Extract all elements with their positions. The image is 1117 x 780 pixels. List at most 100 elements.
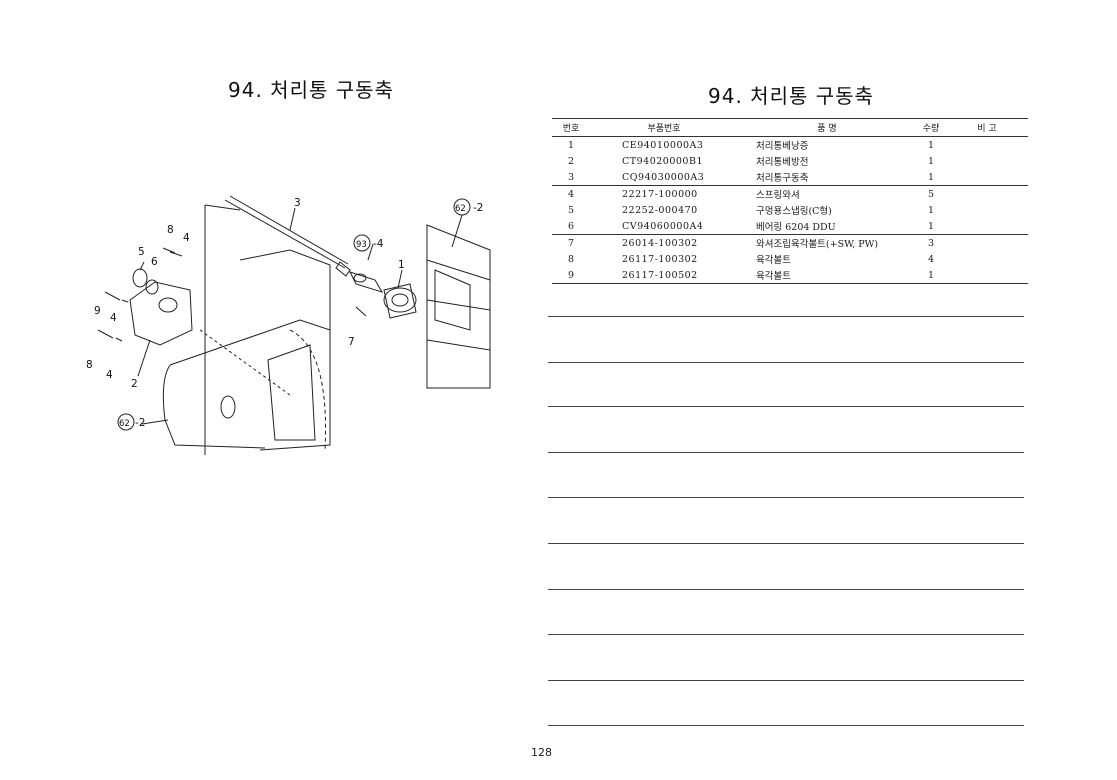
table-header-row: 번호 부품번호 품 명 수량 비 고 xyxy=(552,118,1028,137)
row-name: 육각볼트 xyxy=(756,255,791,266)
right-page-title: 94. 처리통 구동축 xyxy=(708,84,874,108)
row-qty: 5 xyxy=(927,188,935,200)
callout-62-top: 62 xyxy=(455,204,466,214)
sleeve xyxy=(349,271,384,293)
callout-93-suffix: -4 xyxy=(373,238,384,250)
blank-row-rule xyxy=(548,406,1024,407)
row-qty: 3 xyxy=(927,237,935,249)
callout-5: 5 xyxy=(138,246,145,258)
row-remarks xyxy=(946,153,1028,169)
callout-1: 1 xyxy=(398,259,405,271)
header-qty: 수량 xyxy=(916,118,946,137)
row-name: 처리통구동축 xyxy=(738,169,916,186)
row-no: 3 xyxy=(552,169,590,186)
blank-row-rule xyxy=(548,497,1024,498)
row-no: 9 xyxy=(552,267,590,284)
page-number: 128 xyxy=(531,746,552,759)
row-no: 7 xyxy=(567,237,575,249)
row-name: 와셔조립육각볼트(+SW, PW) xyxy=(756,239,879,250)
callout-8-bottom: 8 xyxy=(86,359,93,371)
row-part-no: CQ94030000A3 xyxy=(590,169,738,186)
row-qty: 1 xyxy=(927,139,935,151)
drive-shaft xyxy=(224,195,351,277)
callout-62-bottom: 62 xyxy=(119,419,130,429)
callout-62-bottom-suffix: -2 xyxy=(135,417,145,429)
row-qty: 1 xyxy=(916,169,946,186)
row-no: 4 xyxy=(567,188,575,200)
row-part-no: 26117-100302 xyxy=(622,253,698,265)
header-remarks: 비 고 xyxy=(946,118,1028,137)
row-qty: 4 xyxy=(927,253,935,265)
table-row: 5 22252-000470 구멍용스냅링(C형) 1 xyxy=(552,202,1028,218)
row-name: 처리통베낭증 xyxy=(756,141,809,152)
blank-row-rule xyxy=(548,725,1024,726)
row-remarks xyxy=(946,137,1028,154)
callout-9: 9 xyxy=(94,305,101,317)
row-part-no: CE94010000A3 xyxy=(622,139,704,151)
row-remarks xyxy=(946,235,1028,252)
table-row: 4 22217-100000 스프링와셔 5 xyxy=(552,186,1028,203)
row-remarks xyxy=(946,202,1028,218)
callout-4-top: 4 xyxy=(183,232,190,244)
blank-row-rule xyxy=(548,362,1024,363)
row-qty: 1 xyxy=(927,155,935,167)
blank-row-rule xyxy=(548,680,1024,681)
row-part-no: 26117-100502 xyxy=(590,267,738,284)
callout-labels: 3 62 -2 93 -4 1 7 8 4 5 6 9 4 8 4 2 62 -… xyxy=(86,197,483,431)
header-name: 품 명 xyxy=(738,118,916,137)
row-part-no: 22217-100000 xyxy=(622,188,698,200)
callout-6: 6 xyxy=(151,256,158,268)
row-remarks xyxy=(946,251,1028,267)
row-name: 구멍용스냅링(C형) xyxy=(756,206,832,217)
row-qty: 1 xyxy=(916,218,946,235)
row-name: 베어링 6204 DDU xyxy=(738,218,916,235)
bearing xyxy=(145,279,159,295)
row-remarks xyxy=(946,267,1028,284)
bolts xyxy=(97,247,367,342)
callout-7: 7 xyxy=(348,336,355,348)
row-name: 처리통베방전 xyxy=(756,157,809,168)
callout-4-bottom: 4 xyxy=(106,369,113,381)
bearing-case xyxy=(383,283,417,319)
blank-row-rule xyxy=(548,316,1024,317)
right-frame xyxy=(426,224,491,389)
row-no: 8 xyxy=(567,253,575,265)
callout-2: 2 xyxy=(131,378,138,390)
row-part-no: 22252-000470 xyxy=(622,204,698,216)
row-part-no: 26014-100302 xyxy=(622,237,698,249)
table-row: 7 26014-100302 와셔조립육각볼트(+SW, PW) 3 xyxy=(552,235,1028,252)
row-no: 5 xyxy=(567,204,575,216)
row-no: 2 xyxy=(567,155,575,167)
table-row: 8 26117-100302 육각볼트 4 xyxy=(552,251,1028,267)
callout-8-top: 8 xyxy=(167,224,174,236)
header-part-no: 부품번호 xyxy=(590,118,738,137)
row-name: 스프링와셔 xyxy=(756,190,800,201)
exploded-parts-diagram: 3 62 -2 93 -4 1 7 8 4 5 6 9 4 8 4 2 62 -… xyxy=(86,195,491,455)
row-qty: 1 xyxy=(927,204,935,216)
row-no: 6 xyxy=(552,218,590,235)
row-qty: 1 xyxy=(916,267,946,284)
frame-panel xyxy=(162,204,331,455)
leader-lines xyxy=(137,207,463,425)
table-row: 1 CE94010000A3 처리통베낭증 1 xyxy=(552,137,1028,154)
left-page-title: 94. 처리통 구동축 xyxy=(228,78,394,102)
header-no: 번호 xyxy=(552,118,590,137)
snap-ring xyxy=(132,268,148,288)
row-remarks xyxy=(946,169,1028,186)
blank-row-rule xyxy=(548,543,1024,544)
callout-4-mid: 4 xyxy=(110,312,117,324)
row-remarks xyxy=(946,218,1028,235)
callout-93: 93 xyxy=(356,240,367,250)
row-part-no: CV94060000A4 xyxy=(590,218,738,235)
blank-row-rule xyxy=(548,589,1024,590)
row-no: 1 xyxy=(567,139,575,151)
callout-62-top-suffix: -2 xyxy=(473,202,483,214)
blank-row-rule xyxy=(548,634,1024,635)
row-remarks xyxy=(946,186,1028,203)
callout-3: 3 xyxy=(294,197,301,209)
